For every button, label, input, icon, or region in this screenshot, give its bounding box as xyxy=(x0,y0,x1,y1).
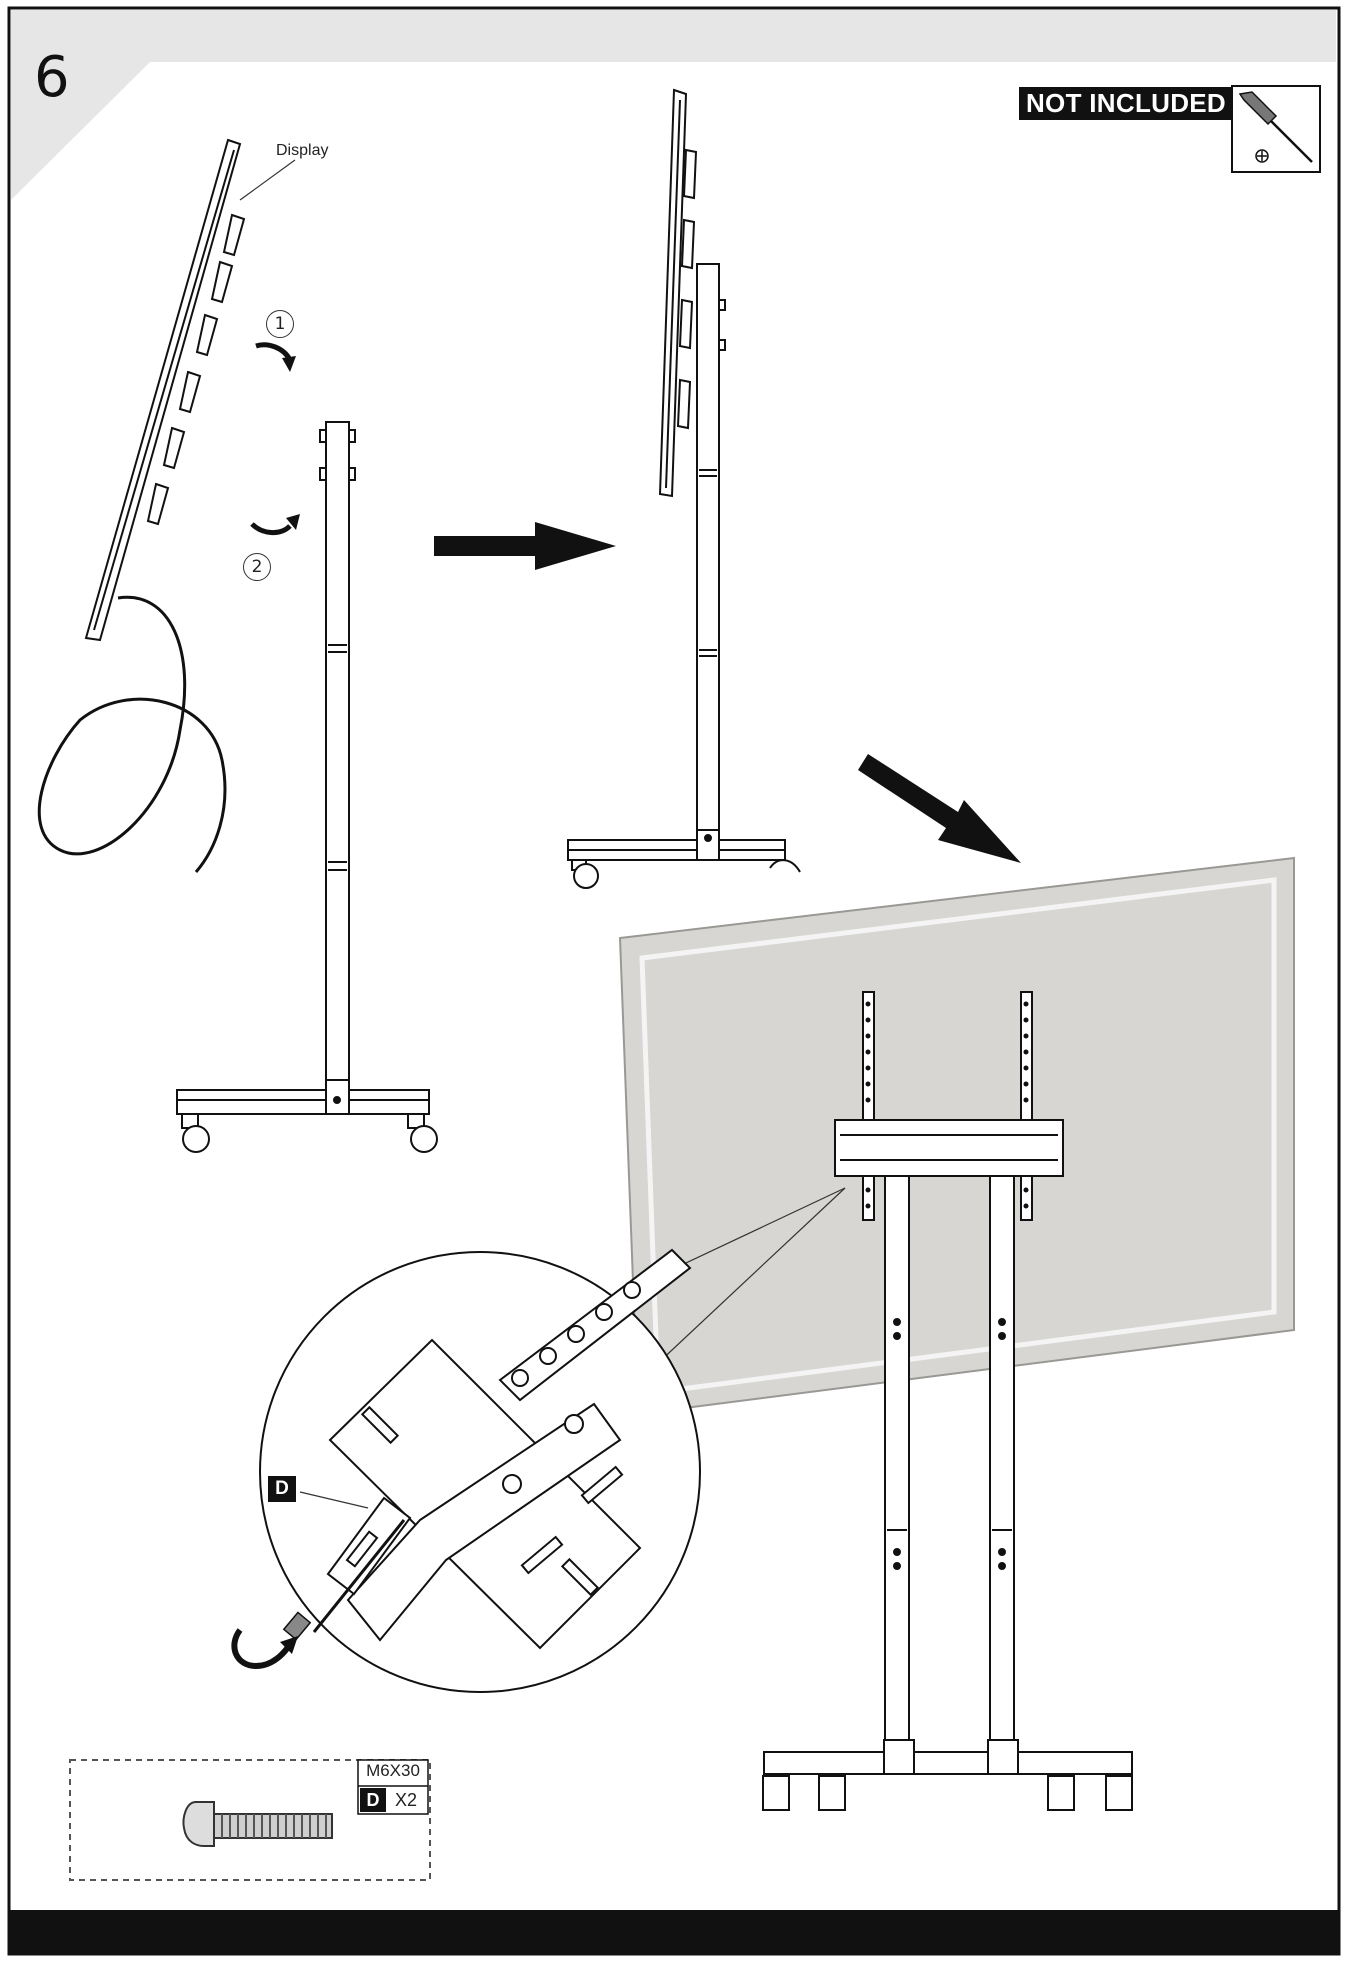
rotate-arrow-icon xyxy=(231,1628,293,1670)
step-number: 6 xyxy=(34,45,70,110)
rotate-step-2-label: 2 xyxy=(243,553,271,581)
footer-bar xyxy=(9,1910,1339,1954)
mobile-stand-2 xyxy=(567,263,801,889)
rotate-arrow-head-2 xyxy=(286,514,300,530)
not-included-label: NOT INCLUDED xyxy=(1019,87,1233,120)
hardware-size-label: M6X30 xyxy=(366,1761,420,1780)
phillips-head-icon xyxy=(1255,149,1269,163)
floor-stand-large xyxy=(762,991,1133,1811)
arrow-right-icon xyxy=(434,522,616,570)
display-leader-line xyxy=(239,159,296,201)
mobile-stand-1 xyxy=(176,421,438,1153)
bracket-holes xyxy=(865,1001,1029,1209)
bolt-icon xyxy=(182,1801,333,1847)
zoom-leader-line-2 xyxy=(639,1187,846,1381)
detail-zoom-circle xyxy=(231,1248,701,1693)
rotate-arrow-icon xyxy=(250,522,292,535)
display-cable xyxy=(37,595,227,873)
hardware-box xyxy=(69,1759,431,1881)
header-corner-band xyxy=(11,10,1336,200)
arrow-down-right-icon xyxy=(858,754,1021,863)
screwdriver-icon xyxy=(1238,91,1313,163)
display-panel-tilted xyxy=(84,138,246,642)
rotate-arrow-head-1 xyxy=(282,356,296,372)
display-panel-hung xyxy=(658,88,698,498)
rotate-step-1-label: 1 xyxy=(266,310,294,338)
hardware-quantity: X2 xyxy=(394,1790,418,1810)
display-label: Display xyxy=(276,142,329,159)
callout-part-letter: D xyxy=(268,1476,296,1502)
hardware-part-letter: D xyxy=(360,1788,386,1812)
